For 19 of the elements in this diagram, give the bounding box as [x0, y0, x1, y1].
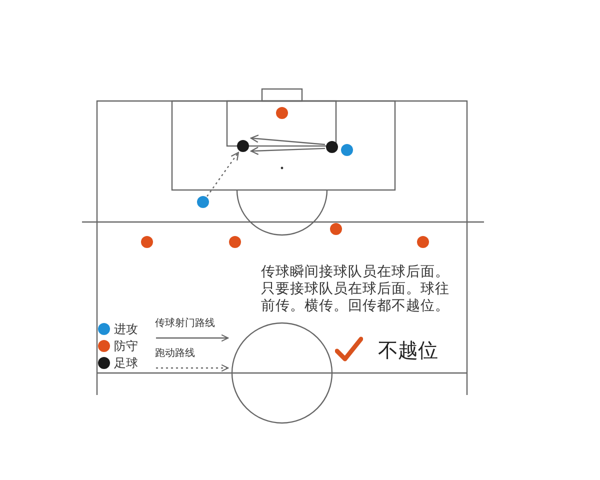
verdict-text: 不越位 [378, 337, 438, 364]
defender-dot [330, 223, 342, 235]
defender-dot [229, 236, 241, 248]
attacker-dot [197, 196, 209, 208]
note-text: 传球瞬间接球队员在球后面。只要接球队员在球后面。球往前传。横传。回传都不越位。 [261, 264, 450, 315]
legend-label: 足球 [114, 355, 138, 371]
arrow [250, 134, 326, 146]
defender-dot [276, 107, 288, 119]
legend-label: 传球射门路线 [155, 318, 215, 330]
arrow [250, 146, 326, 156]
dashed-arrow [206, 152, 239, 197]
legend-label: 进攻 [114, 321, 138, 337]
ball-dot [237, 140, 249, 152]
legend-label: 防守 [114, 338, 138, 354]
ball-dot [326, 141, 338, 153]
defender-dot [141, 236, 153, 248]
attacker-dot [341, 144, 353, 156]
defender-dot [417, 236, 429, 248]
legend-label: 跑动路线 [155, 348, 195, 360]
